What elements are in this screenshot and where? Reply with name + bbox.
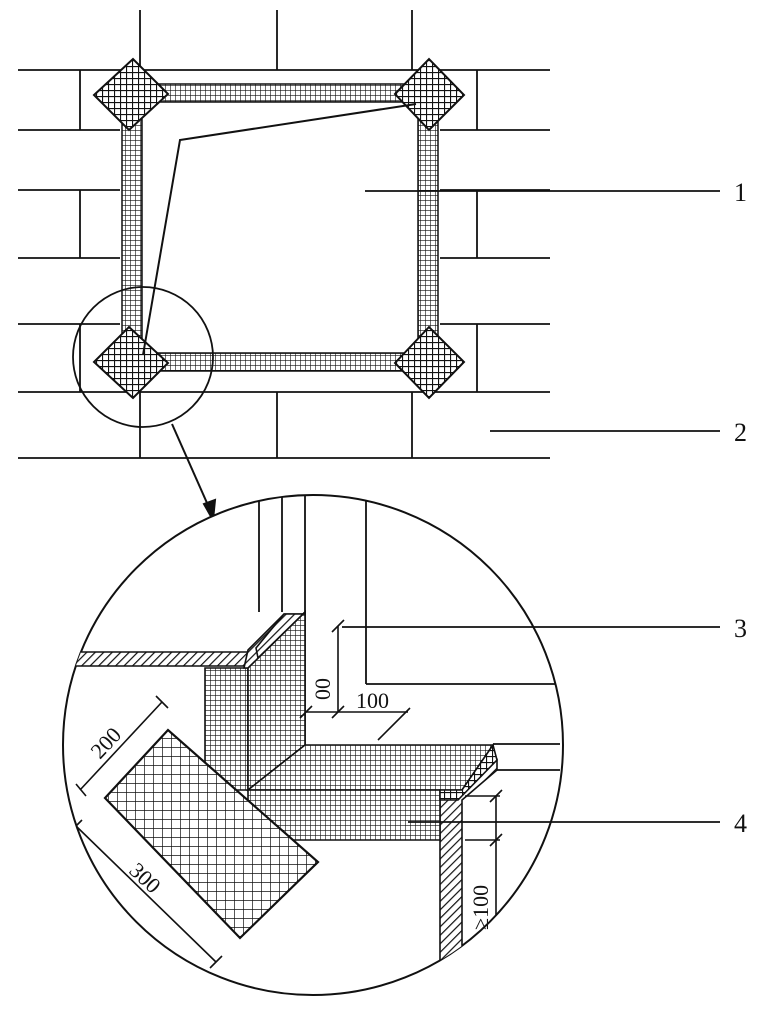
callout-1: 1	[734, 178, 747, 207]
corner-patches	[92, 57, 466, 400]
dim-lap-height: ≥100	[468, 885, 493, 930]
mesh-frame	[121, 83, 439, 372]
callout-3: 3	[734, 614, 747, 643]
detail-arrow	[171, 423, 217, 524]
detail-content	[63, 495, 560, 969]
callout-2: 2	[734, 418, 747, 447]
dim-corner-width: 100	[356, 688, 389, 713]
callout-4: 4	[734, 809, 747, 838]
callout-leaders	[342, 190, 720, 823]
detail-marker-circle	[72, 286, 214, 428]
dim-corner-height: 00	[310, 678, 335, 700]
diagonal-patch	[103, 728, 320, 940]
window-sash-line	[142, 103, 417, 356]
